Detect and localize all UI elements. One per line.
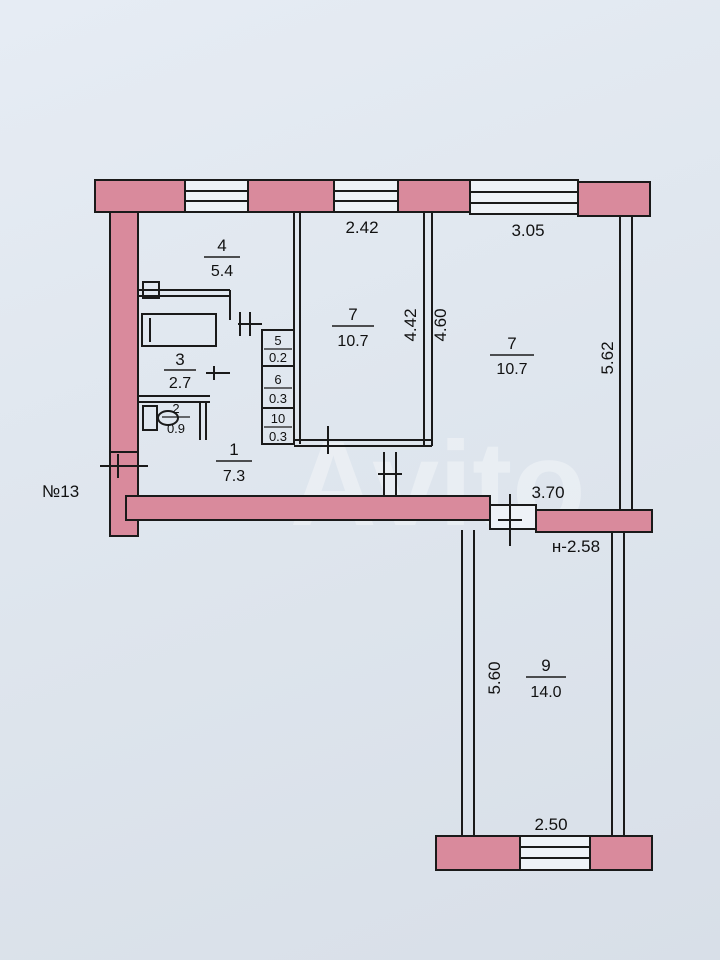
room-1-area: 7.3	[223, 468, 245, 485]
room-10-area: 0.3	[269, 429, 287, 444]
exterior-walls	[94, 179, 653, 871]
dim-3-70: 3.70	[531, 483, 564, 502]
room-8-area: 10.7	[496, 361, 527, 378]
room-2-number: 2	[172, 401, 179, 416]
dim-2-42: 2.42	[345, 218, 378, 237]
room-7-area: 10.7	[337, 333, 368, 350]
apartment-number: №13	[42, 482, 79, 501]
room-1-number: 1	[229, 440, 238, 459]
room-4-number: 4	[217, 236, 226, 255]
dim-5-62: 5.62	[598, 341, 617, 374]
room-9-number: 9	[541, 656, 550, 675]
room-10-number: 10	[271, 411, 285, 426]
room-9-area: 14.0	[530, 684, 561, 701]
dim-4-60: 4.60	[431, 308, 450, 341]
dimension-labels: 2.42 3.05 4.42 4.60 5.62 3.70 н-2.58 5.6…	[42, 218, 617, 834]
dim-2-50: 2.50	[534, 815, 567, 834]
room-5-area: 0.2	[269, 350, 287, 365]
dim-5-60: 5.60	[485, 661, 504, 694]
dim-4-42: 4.42	[401, 308, 420, 341]
room-labels: 4 5.4 7 10.7 7 10.7 3 2.7 2 0.9 1 7.3 5 …	[162, 236, 566, 701]
room-3-number: 3	[175, 350, 184, 369]
room-8-number: 7	[507, 334, 516, 353]
room-7-number: 7	[348, 305, 357, 324]
room-6-area: 0.3	[269, 391, 287, 406]
room-3-area: 2.7	[169, 375, 191, 392]
room-5-number: 5	[274, 333, 281, 348]
ceiling-height: н-2.58	[552, 537, 600, 556]
room-2-area: 0.9	[167, 421, 185, 436]
dim-3-05: 3.05	[511, 221, 544, 240]
room-4-area: 5.4	[211, 263, 233, 280]
interior-walls	[100, 212, 522, 546]
room-6-number: 6	[274, 372, 281, 387]
